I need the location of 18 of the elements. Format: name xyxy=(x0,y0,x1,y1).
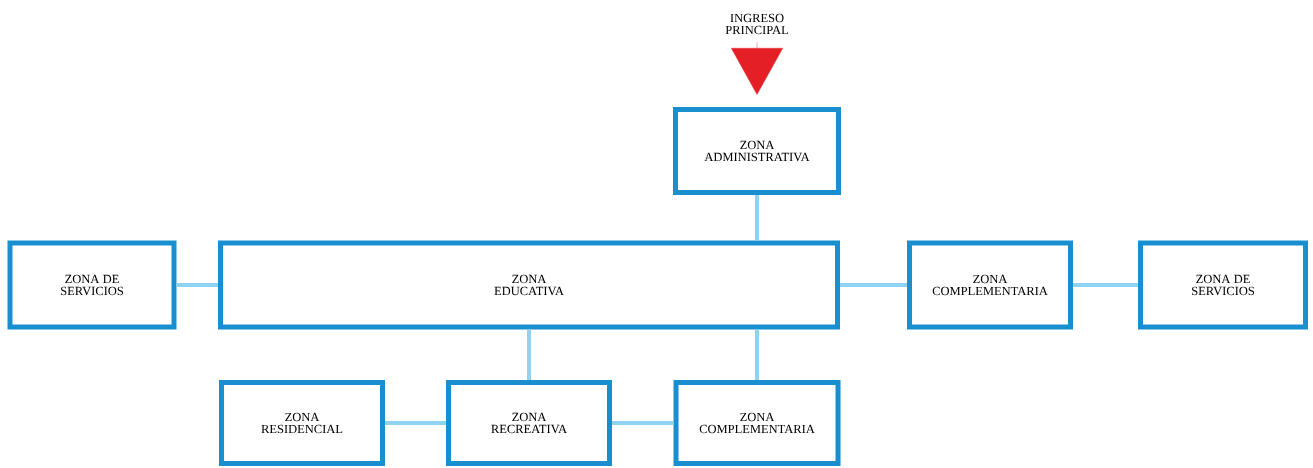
connector-line xyxy=(612,421,674,425)
zone-box: ZONA DE SERVICIOS xyxy=(1138,240,1308,330)
connector-line xyxy=(385,421,446,425)
connector-line xyxy=(755,195,759,241)
entrance-label: INGRESO PRINCIPAL xyxy=(725,13,788,35)
connector-line xyxy=(755,329,759,380)
zone-box: ZONA DE SERVICIOS xyxy=(7,240,177,330)
connector-line xyxy=(840,283,907,287)
connector-line xyxy=(527,329,531,380)
zone-box: ZONA COMPLEMENTARIA xyxy=(907,240,1073,330)
zone-box: ZONA COMPLEMENTARIA xyxy=(673,380,841,466)
zone-box: ZONA EDUCATIVA xyxy=(218,240,840,330)
connector-line xyxy=(176,283,218,287)
entrance-arrow xyxy=(731,42,783,95)
zone-box: ZONA RESIDENCIAL xyxy=(219,380,385,466)
zone-box: ZONA ADMINISTRATIVA xyxy=(673,107,841,195)
connector-line xyxy=(1073,283,1138,287)
zone-box: ZONA RECREATIVA xyxy=(446,380,612,466)
